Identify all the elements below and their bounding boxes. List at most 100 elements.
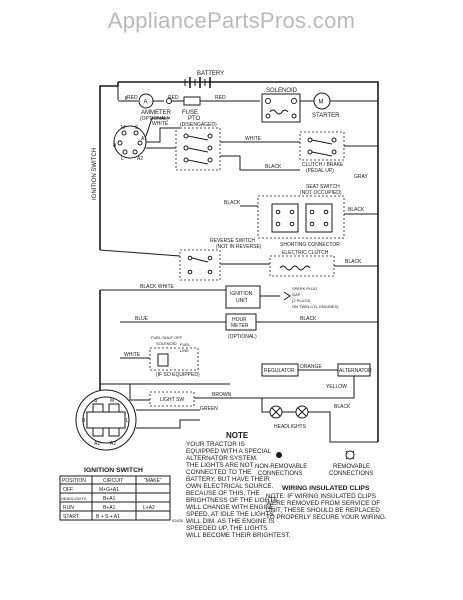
svg-text:BLACK: BLACK [334,404,351,410]
svg-text:LINE: LINE [180,348,189,353]
svg-text:BLACK: BLACK [300,316,317,322]
svg-text:RED: RED [127,95,138,101]
svg-text:RED: RED [215,95,226,101]
svg-text:BROWN: BROWN [212,392,232,398]
svg-text:HOUR: HOUR [232,317,247,323]
svg-text:WILL DIM. AS THE ENGINE IS: WILL DIM. AS THE ENGINE IS [186,518,274,525]
svg-text:SOLENOID: SOLENOID [266,88,298,94]
svg-text:L: L [121,156,124,162]
svg-text:CIRCUIT: CIRCUIT [103,478,123,484]
svg-text:WHITE: WHITE [245,136,262,142]
svg-text:HEADLIGHTS: HEADLIGHTS [61,496,87,501]
svg-text:(NOT IN REVERSE): (NOT IN REVERSE) [216,244,262,250]
svg-text:REVERSE SWITCH: REVERSE SWITCH [210,238,255,244]
svg-text:ALTERNATOR: ALTERNATOR [339,368,372,374]
svg-text:STARTER: STARTER [312,113,340,119]
svg-text:A: A [144,100,148,106]
svg-text:A2: A2 [137,156,143,162]
svg-text:OFF: OFF [63,487,73,493]
svg-text:ORANGE: ORANGE [300,364,322,370]
svg-text:IGNITION SWITCH: IGNITION SWITCH [84,467,143,474]
svg-text:UNIT: UNIT [236,298,248,304]
seat-switch: SEAT SWITCH (NOT OCCUPIED) SHORTING CONN… [224,184,378,248]
svg-text:SPEEDED UP, THE LIGHTS: SPEEDED UP, THE LIGHTS [186,525,267,532]
note-block: NOTE YOUR TRACTOR IS EQUIPPED WITH A SPE… [186,431,291,539]
svg-text:SPEED. AT IDLE THE LIGHTS: SPEED. AT IDLE THE LIGHTS [186,511,274,518]
svg-text:WERE REMOVED FROM SERVICE OF: WERE REMOVED FROM SERVICE OF [266,500,380,507]
svg-text:(NOT OCCUPIED): (NOT OCCUPIED) [300,190,342,196]
ammeter: A RED AMMETER (OPTIONAL) [118,93,172,122]
svg-text:02630: 02630 [172,518,184,523]
regulator: REGULATOR ORANGE [261,363,338,377]
svg-text:THE LIGHTS ARE NOT: THE LIGHTS ARE NOT [186,462,254,469]
svg-text:BLACK: BLACK [345,259,362,265]
svg-text:CONNECTIONS: CONNECTIONS [258,471,302,477]
svg-text:NOTE: NOTE [226,431,249,440]
svg-text:IGNITION SWITCH: IGNITION SWITCH [92,148,98,200]
svg-text:S: S [94,398,98,404]
fuel-shutoff-solenoid: FUEL SHUT OFF SOLENOID FUEL LINE (IF SO … [120,335,200,378]
svg-text:PTO: PTO [188,116,201,122]
svg-text:"MAKE": "MAKE" [144,478,162,484]
svg-text:CLUTCH / BRAKE: CLUTCH / BRAKE [302,162,344,168]
svg-text:LIGHT SW: LIGHT SW [160,397,184,403]
svg-text:M+G+A1: M+G+A1 [99,487,119,493]
starter: M STARTER [312,92,378,119]
svg-text:M: M [319,100,324,106]
svg-text:FUSE: FUSE [182,110,198,116]
svg-text:BECAUSE OF THIS, THE: BECAUSE OF THIS, THE [186,490,260,497]
connection-legend: NON-REMOVABLE CONNECTIONS REMOVABLE CONN… [255,450,373,477]
svg-text:NON-REMOVABLE: NON-REMOVABLE [255,464,307,470]
watermark: AppliancePartsPros.com [107,8,356,33]
svg-text:RUN: RUN [63,505,74,511]
svg-text:WHITE: WHITE [124,352,141,358]
light-switch: LIGHT SW BROWN [100,383,262,407]
svg-text:A1: A1 [141,136,147,142]
svg-text:B: B [82,418,86,424]
svg-text:ON TWIN CYL ENGINES): ON TWIN CYL ENGINES) [292,304,339,309]
svg-text:A1: A1 [94,441,100,447]
electric-clutch: ELECTRIC CLUTCH BLACK [269,250,378,277]
svg-text:B: B [113,143,117,149]
svg-text:BATTERY, BUT HAVE THEIR: BATTERY, BUT HAVE THEIR [186,476,270,483]
ignition-switch-connector: M S A1 A2 B L WHITE IGNITION SWITCH [92,117,180,200]
svg-text:YOUR TRACTOR IS: YOUR TRACTOR IS [186,441,245,448]
svg-text:BRIGHTNESS OF THE LIGHTS: BRIGHTNESS OF THE LIGHTS [186,497,278,504]
svg-text:CONNECTIONS: CONNECTIONS [329,471,373,477]
hour-meter: BLUE HOUR METER (OPTIONAL) BLACK [120,313,378,340]
svg-text:B + S + A1: B + S + A1 [96,514,120,520]
svg-text:(2 PLUGS: (2 PLUGS [292,298,311,303]
clutch-brake-switch: CLUTCH / BRAKE (PEDAL UP) GRAY [299,131,378,180]
headlights: HEADLIGHTS BLACK GREEN [200,398,378,443]
solenoid: SOLENOID [261,88,314,123]
svg-text:SHORTING CONNECTOR: SHORTING CONNECTOR [280,242,340,248]
svg-text:BLACK: BLACK [265,164,282,170]
svg-text:GREEN: GREEN [200,406,218,412]
svg-text:(DISENGAGED): (DISENGAGED) [180,122,217,128]
svg-text:EQUIPPED WITH A SPECIAL: EQUIPPED WITH A SPECIAL [186,448,272,455]
alternator: ALTERNATOR YELLOW [262,363,372,399]
svg-text:REMOVABLE: REMOVABLE [333,464,370,470]
svg-text:START: START [63,514,79,520]
svg-text:NOTE: IF WIRING INSULATED CLIP: NOTE: IF WIRING INSULATED CLIPS [266,493,376,500]
reverse-switch: REVERSE SWITCH (NOT IN REVERSE) [99,238,270,281]
svg-text:ALTERNATOR SYSTEM.: ALTERNATOR SYSTEM. [186,455,258,462]
svg-text:YELLOW: YELLOW [326,384,347,390]
svg-text:OWN ELECTRICAL SOURCE.: OWN ELECTRICAL SOURCE. [186,483,274,490]
svg-text:TO PROPERLY SECURE YOUR WIRING: TO PROPERLY SECURE YOUR WIRING. [266,514,387,521]
svg-text:BLACK: BLACK [348,207,365,213]
svg-text:CONNECTED TO THE: CONNECTED TO THE [186,469,251,476]
svg-text:BLUE: BLUE [135,316,149,322]
svg-text:GAP: GAP [292,292,301,297]
svg-text:WIRING INSULATED CLIPS: WIRING INSULATED CLIPS [282,485,370,492]
svg-text:RED: RED [168,95,179,101]
svg-text:M: M [110,398,114,404]
svg-text:B+A1: B+A1 [103,505,116,511]
svg-text:BLACK WHITE: BLACK WHITE [140,284,175,290]
svg-text:(OPTIONAL): (OPTIONAL) [140,116,169,122]
svg-text:SOLENOID: SOLENOID [156,341,177,346]
battery: BATTERY [184,71,224,88]
svg-text:M: M [121,125,125,131]
svg-text:BATTERY: BATTERY [197,71,224,77]
wiring-clips-note: WIRING INSULATED CLIPS NOTE: IF WIRING I… [266,485,387,521]
